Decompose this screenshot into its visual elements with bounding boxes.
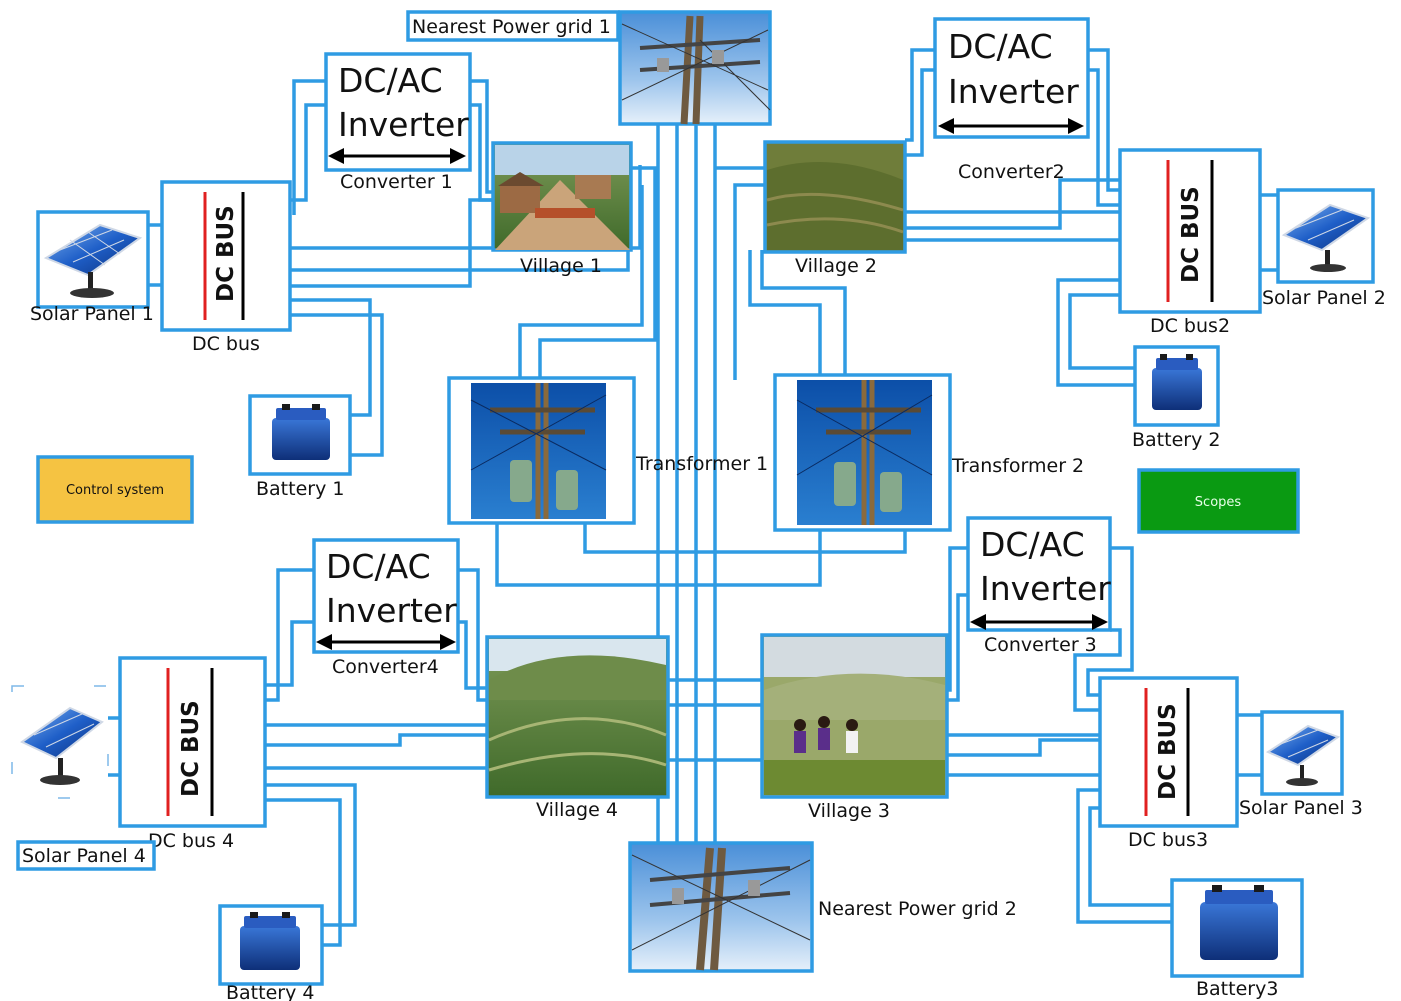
converter-4: DC/AC Inverter [312, 538, 460, 654]
village-3 [760, 633, 949, 799]
dc-bus-1: DC BUS [160, 180, 292, 332]
svg-text:Inverter: Inverter [948, 72, 1079, 111]
scopes-label: Scopes [1195, 495, 1242, 510]
village1-label: Village 1 [520, 255, 602, 277]
transformer2-label: Transformer 2 [951, 455, 1084, 477]
converter1-label: Converter 1 [340, 171, 453, 193]
converter2-label: Converter2 [958, 161, 1065, 183]
svg-text:DC BUS: DC BUS [1155, 703, 1181, 800]
converter4-label: Converter4 [332, 656, 439, 678]
svg-text:DC BUS: DC BUS [213, 205, 239, 302]
battery4-label: Battery 4 [226, 982, 314, 1001]
converter-1: DC/AC Inverter [324, 52, 472, 172]
power-grid-1 [406, 10, 772, 126]
solar1-label: Solar Panel 1 [30, 303, 154, 325]
scopes-button[interactable]: Scopes [1137, 468, 1300, 534]
grid2-label: Nearest Power grid 2 [818, 898, 1017, 920]
solar2-label: Solar Panel 2 [1262, 287, 1386, 309]
village-4 [485, 635, 670, 799]
village2-label: Village 2 [795, 255, 877, 277]
solar-panel-4 [11, 685, 109, 799]
village3-label: Village 3 [808, 800, 890, 822]
control-system-button[interactable]: Control system [36, 455, 194, 524]
solar-panel-3 [1260, 710, 1344, 796]
battery1-label: Battery 1 [256, 478, 344, 500]
battery-3 [1170, 878, 1304, 978]
svg-text:DC/AC: DC/AC [338, 61, 443, 100]
dcbus2-label: DC bus2 [1150, 315, 1230, 337]
battery3-label: Battery3 [1196, 978, 1278, 1000]
svg-text:DC/AC: DC/AC [980, 525, 1085, 564]
battery2-label: Battery 2 [1132, 429, 1220, 451]
village4-label: Village 4 [536, 799, 618, 821]
dc-bus-3: DC BUS [1098, 676, 1239, 828]
transformer-1 [447, 376, 636, 525]
control-system-label: Control system [66, 483, 164, 498]
grid1-label: Nearest Power grid 1 [412, 16, 611, 38]
dc-bus-2: DC BUS [1118, 148, 1262, 314]
converter-3: DC/AC Inverter [966, 516, 1112, 632]
svg-text:Inverter: Inverter [338, 105, 469, 144]
solar-panel-2 [1276, 188, 1375, 284]
converter-2: DC/AC Inverter [933, 17, 1090, 139]
village-2 [763, 140, 907, 254]
solar4-label-box [16, 840, 156, 871]
svg-text:DC/AC: DC/AC [948, 27, 1053, 66]
svg-text:Inverter: Inverter [326, 591, 457, 630]
svg-text:DC BUS: DC BUS [1178, 186, 1204, 283]
wiring [108, 48, 1278, 947]
solar3-label: Solar Panel 3 [1239, 797, 1363, 819]
battery-2 [1133, 345, 1220, 427]
svg-text:DC BUS: DC BUS [178, 700, 204, 797]
dcbus3-label: DC bus3 [1128, 829, 1208, 851]
dcbus4-label: DC bus 4 [148, 830, 234, 852]
dcbus1-label: DC bus [192, 333, 260, 355]
power-grid-2 [628, 841, 814, 973]
transformer-2 [773, 373, 952, 532]
dc-bus-4: DC BUS [118, 656, 267, 828]
battery-1 [248, 394, 352, 476]
solar-panel-1 [36, 210, 150, 309]
converter3-label: Converter 3 [984, 634, 1097, 656]
transformer1-label: Transformer 1 [635, 453, 768, 475]
svg-text:Inverter: Inverter [980, 569, 1111, 608]
village-1 [491, 141, 633, 252]
solar4-label: Solar Panel 4 [22, 845, 146, 867]
svg-text:DC/AC: DC/AC [326, 547, 431, 586]
battery-4 [218, 904, 324, 986]
